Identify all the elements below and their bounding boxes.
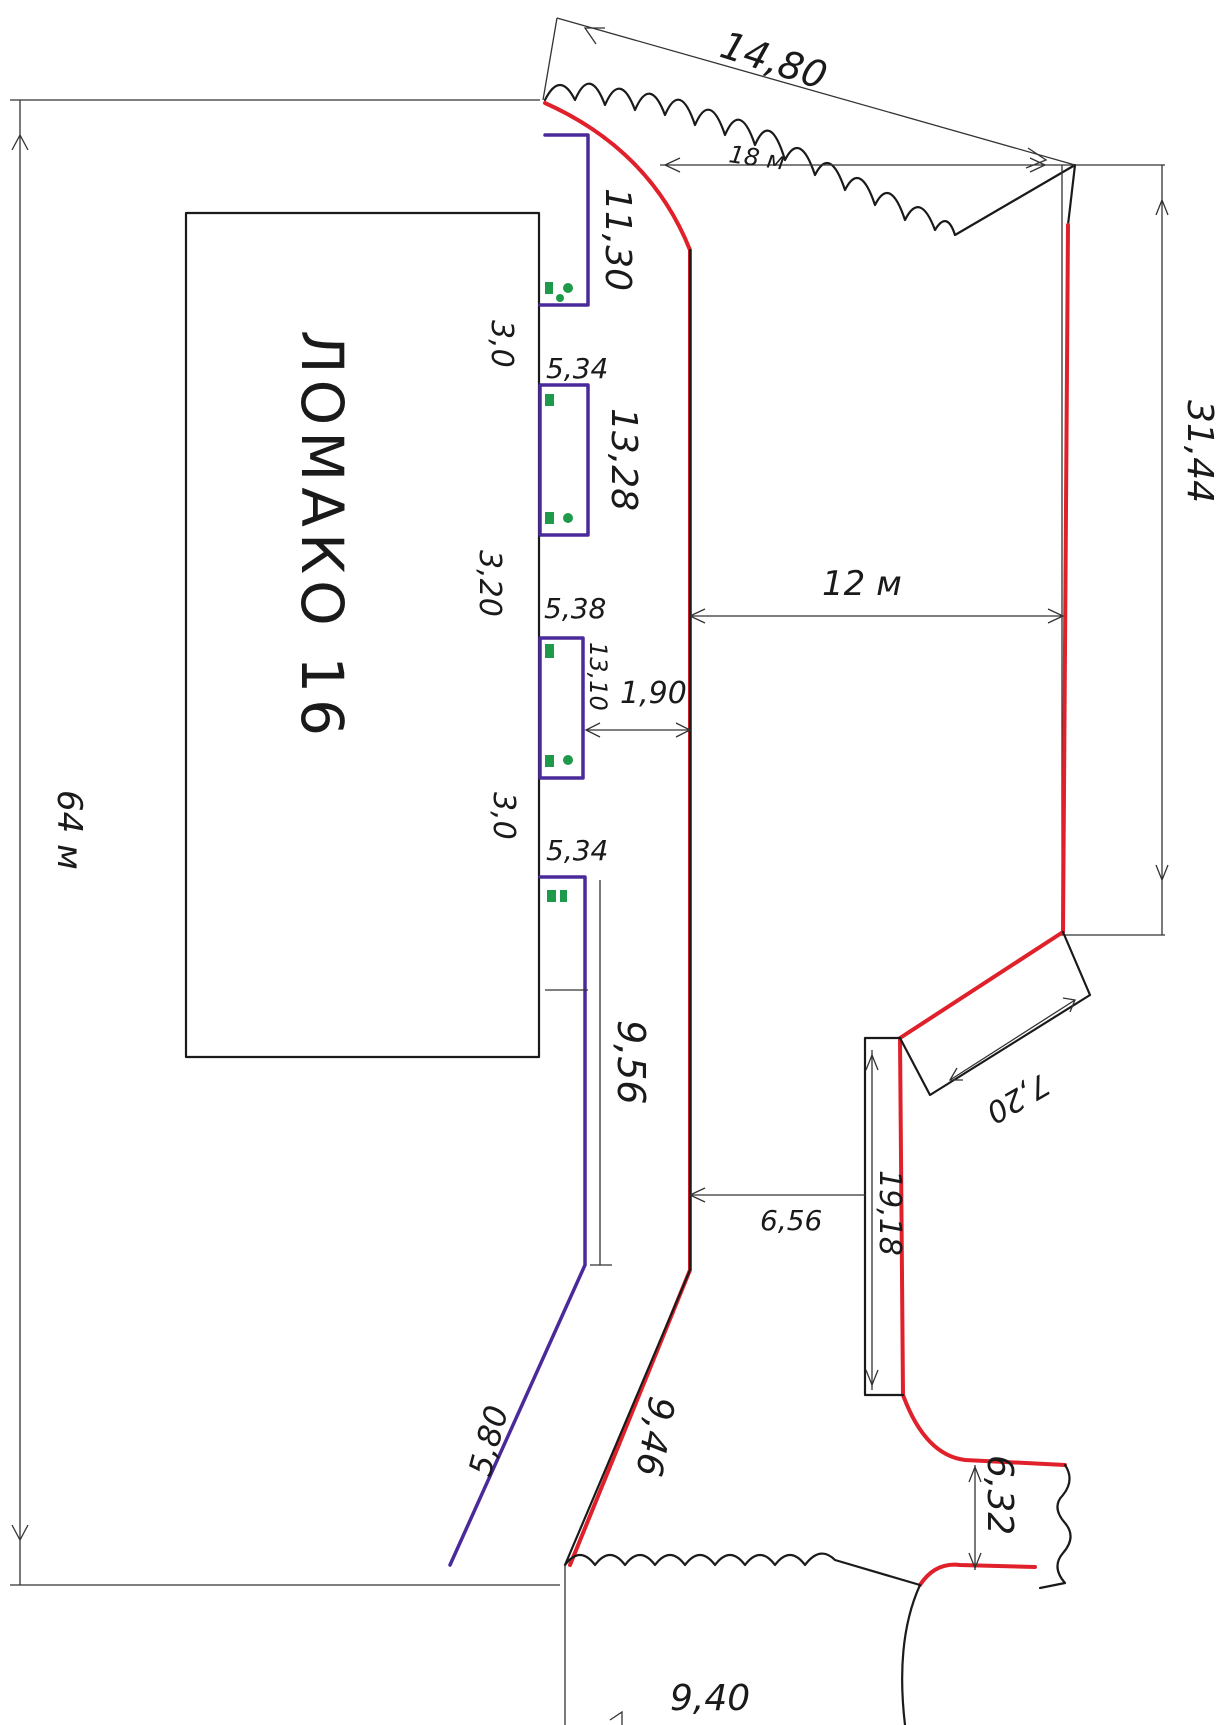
bay-2-gap-label: 3,20: [472, 550, 507, 617]
parking-bay-3: [538, 636, 585, 780]
total-length-label: 64 м: [49, 790, 89, 870]
building-label: ЛОМАКО 16: [288, 330, 356, 742]
green-markers: [545, 282, 573, 902]
bottom-height-label: 6,32: [979, 1455, 1020, 1535]
gap-width-label: 1,90: [620, 676, 687, 711]
top-edge-label: 14,80: [715, 23, 832, 98]
spur-width-label: 7,20: [980, 1066, 1055, 1130]
bay-2-width-label: 5,38: [544, 592, 606, 625]
right-height-dimension: [1060, 165, 1169, 936]
bay-1-width-label: 5,34: [546, 352, 608, 385]
bottom-right-boundary: [901, 1583, 922, 1725]
parking-bay-2: [538, 383, 590, 537]
bay-3-length-label: 13,10: [584, 642, 612, 711]
road-width-top-dimension: [660, 157, 1165, 173]
bottom-wavy-boundary: [563, 1552, 922, 1587]
lower-inner-edge: [863, 1036, 905, 1397]
spur-outline: [898, 930, 1092, 1097]
bay-3-width-label: 5,34: [546, 834, 608, 867]
fire-lane-outline-right: [898, 223, 1070, 1467]
building-outline: [184, 211, 541, 1059]
spur-width-dimension: [948, 997, 1076, 1081]
parking-bay-1: [538, 133, 590, 307]
top-boundary: [542, 17, 1077, 237]
bay-1-gap-label: 3,0: [484, 320, 519, 368]
right-lower-boundary: [1038, 1463, 1072, 1590]
bottom-width-arrow: [609, 1710, 623, 1725]
road-edge-inner: [563, 248, 692, 1567]
bay-2-length-label: 13,28: [603, 408, 644, 511]
total-length-dimension: [10, 99, 560, 1586]
lower-width-label: 6,56: [760, 1204, 822, 1237]
parking-strip: [448, 875, 587, 1567]
lower-strip-label: 9,56: [609, 1020, 653, 1105]
inner-height-label: 19,18: [872, 1170, 907, 1256]
diag-blue-label: 5,80: [461, 1401, 516, 1480]
fire-lane-outline-bottom: [918, 1562, 1037, 1587]
parking-bays: [448, 133, 612, 1567]
bottom-height-dimension: [968, 1465, 982, 1570]
inner-height-dimension: [865, 1050, 879, 1390]
bay-3-gap-label: 3,0: [486, 792, 521, 840]
right-height-label: 31,44: [1179, 400, 1220, 503]
road-width-mid-dimension: [688, 608, 1065, 624]
road-width-top-label: 18 м: [727, 140, 787, 176]
lower-width-dimension: [688, 1187, 865, 1203]
fire-lane-outline-left: [543, 101, 692, 1567]
road-width-mid-label: 12 м: [822, 564, 902, 604]
gap-width-dimension: [584, 722, 692, 738]
bottom-width-label: 9,40: [670, 1678, 750, 1719]
bay-1-length-label: 11,30: [597, 188, 638, 291]
